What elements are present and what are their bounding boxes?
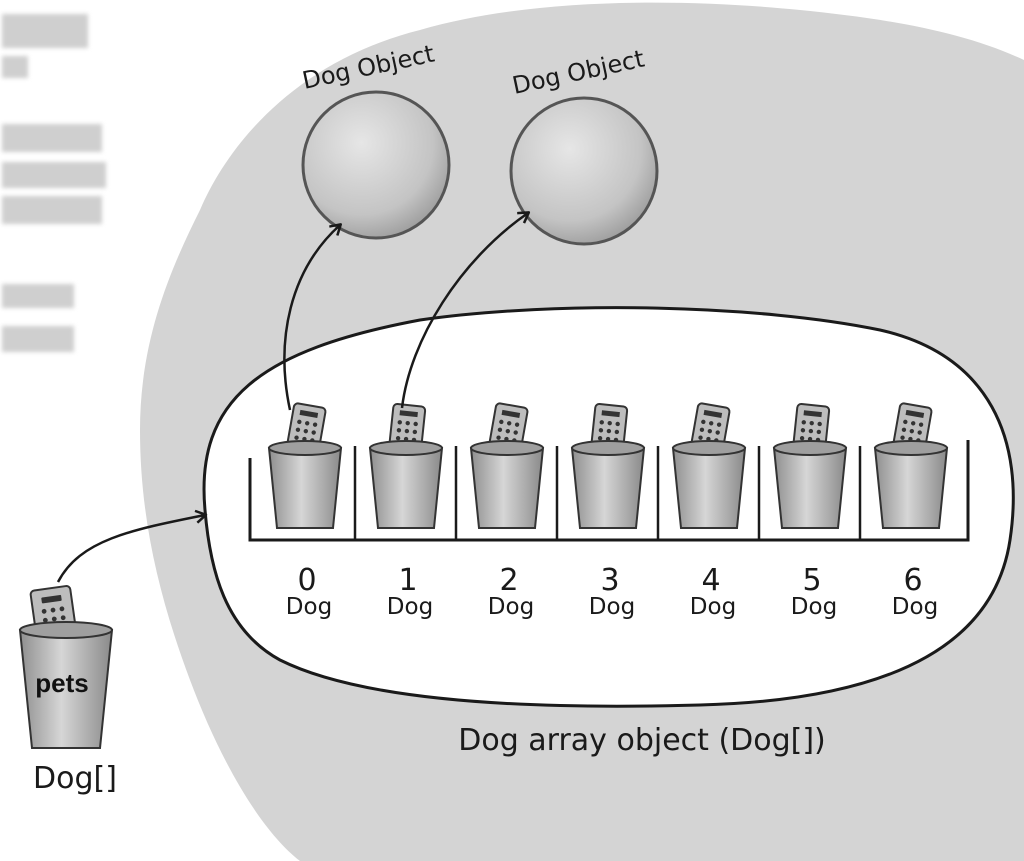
slot-type-label: Dog [286,594,332,620]
dog-object-1 [301,90,451,240]
array-shelf [248,440,970,542]
cup-icon [469,440,545,529]
blurred-margin-text-3 [2,124,102,152]
pets-reference-variable [18,585,114,749]
slot-index-label: 1 [398,563,417,598]
array-object-caption: Dog array object (Dog[]) [458,723,826,758]
cup-icon [570,440,646,529]
cup-icon [772,440,848,529]
cup-icon [368,440,444,529]
slot-index-label: 4 [701,563,720,598]
reference-arrow-pets [56,515,205,583]
slot-type-label: Dog [690,594,736,620]
blurred-margin-text-7 [2,326,74,352]
blurred-margin-text-4 [2,162,106,188]
reference-arrow-slot-1 [400,213,528,409]
reference-arrow-slot-0 [283,225,340,411]
pets-variable-type: Dog[] [33,761,117,796]
slot-type-label: Dog [791,594,837,620]
blurred-margin-text-5 [2,196,102,224]
dog-object-2 [509,96,659,246]
cup-icon [671,440,747,529]
blurred-margin-text-1 [2,14,88,48]
blurred-margin-text-2 [2,56,28,78]
slot-index-label: 0 [297,563,316,598]
cup-icon [267,440,343,529]
slot-index-label: 2 [499,563,518,598]
slot-index-label: 3 [600,563,619,598]
slot-index-label: 5 [802,563,821,598]
slot-type-label: Dog [892,594,938,620]
slot-type-label: Dog [488,594,534,620]
slot-type-label: Dog [387,594,433,620]
slot-type-label: Dog [589,594,635,620]
slot-index-label: 6 [903,563,922,598]
pets-variable-name: pets [35,668,88,698]
blurred-margin-text-6 [2,284,74,308]
cup-icon [873,440,949,529]
